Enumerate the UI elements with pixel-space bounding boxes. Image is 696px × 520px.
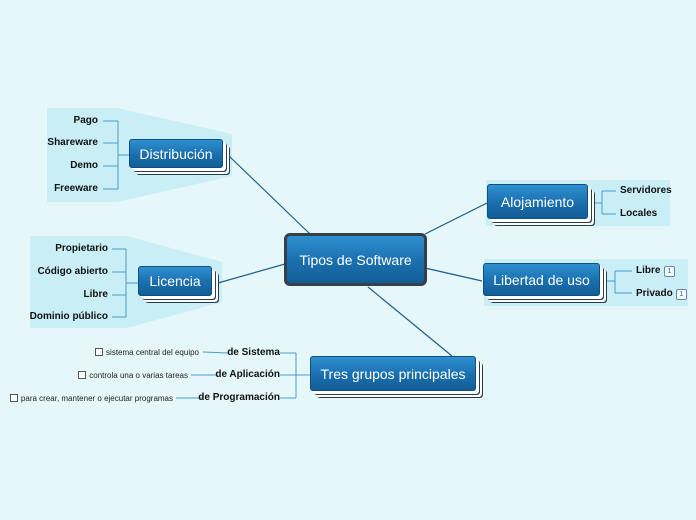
connector-center-tres (367, 286, 453, 357)
tres-bracket (280, 352, 310, 399)
alojamiento-node[interactable]: Alojamiento (487, 184, 588, 219)
tres-grupos-item[interactable]: de Programación (198, 392, 280, 403)
connector-center-alojamiento (424, 202, 488, 235)
licencia-node-label: Licencia (149, 273, 201, 289)
tres-grupos-node[interactable]: Tres grupos principales (310, 356, 476, 391)
tres-grupos-note-text: controla una o varias tareas (89, 371, 188, 380)
connector-center-licencia (217, 263, 286, 284)
licencia-item[interactable]: Libre (83, 289, 108, 300)
center-node-label: Tipos de Software (299, 251, 412, 268)
center-node[interactable]: Tipos de Software (284, 233, 427, 286)
distribucion-node-label: Distribución (139, 145, 213, 162)
libertad-item-badge[interactable]: 1 (676, 289, 687, 300)
note-connector-sistema (202, 351, 229, 354)
libertad-item[interactable]: Privado (636, 288, 673, 299)
tres-grupos-note: controla una o varias tareas (78, 370, 188, 382)
distribucion-item[interactable]: Freeware (54, 183, 98, 194)
licencia-node[interactable]: Licencia (138, 266, 212, 296)
connector-center-libertad (424, 267, 483, 282)
tres-grupos-note: para crear, mantener o ejecutar programa… (9, 393, 173, 405)
distribucion-bracket (103, 120, 129, 190)
libertad-item[interactable]: Libre (636, 265, 661, 276)
tres-grupos-item[interactable]: de Aplicación (215, 369, 280, 380)
checkbox-icon[interactable] (9, 394, 18, 402)
checkbox-icon[interactable] (95, 348, 104, 356)
libertad-node[interactable]: Libertad de uso (483, 263, 600, 296)
tres-grupos-note: sistema central del equipo (95, 347, 199, 359)
alojamiento-node-label: Alojamiento (500, 193, 575, 210)
licencia-bracket (112, 248, 138, 318)
licencia-item[interactable]: Propietario (55, 243, 108, 254)
libertad-node-label: Libertad de uso (493, 271, 590, 288)
distribucion-item[interactable]: Demo (70, 160, 98, 171)
libertad-item-badge[interactable]: 1 (664, 266, 675, 277)
distribucion-item[interactable]: Pago (73, 115, 98, 126)
connector-center-distribucion (228, 155, 311, 235)
tres-grupos-item[interactable]: de Sistema (227, 347, 280, 358)
licencia-item[interactable]: Dominio público (29, 311, 108, 322)
libertad-bracket (600, 270, 632, 294)
licencia-item[interactable]: Código abierto (37, 266, 108, 277)
alojamiento-bracket (590, 190, 616, 215)
checkbox-icon[interactable] (78, 371, 87, 379)
alojamiento-item[interactable]: Servidores (620, 185, 672, 196)
tres-grupos-note-text: sistema central del equipo (106, 348, 199, 357)
tres-grupos-node-label: Tres grupos principales (320, 365, 466, 382)
alojamiento-item[interactable]: Locales (620, 208, 658, 219)
distribucion-node[interactable]: Distribución (129, 139, 223, 168)
tres-grupos-note-text: para crear, mantener o ejecutar programa… (20, 394, 173, 403)
distribucion-item[interactable]: Shareware (47, 137, 98, 148)
